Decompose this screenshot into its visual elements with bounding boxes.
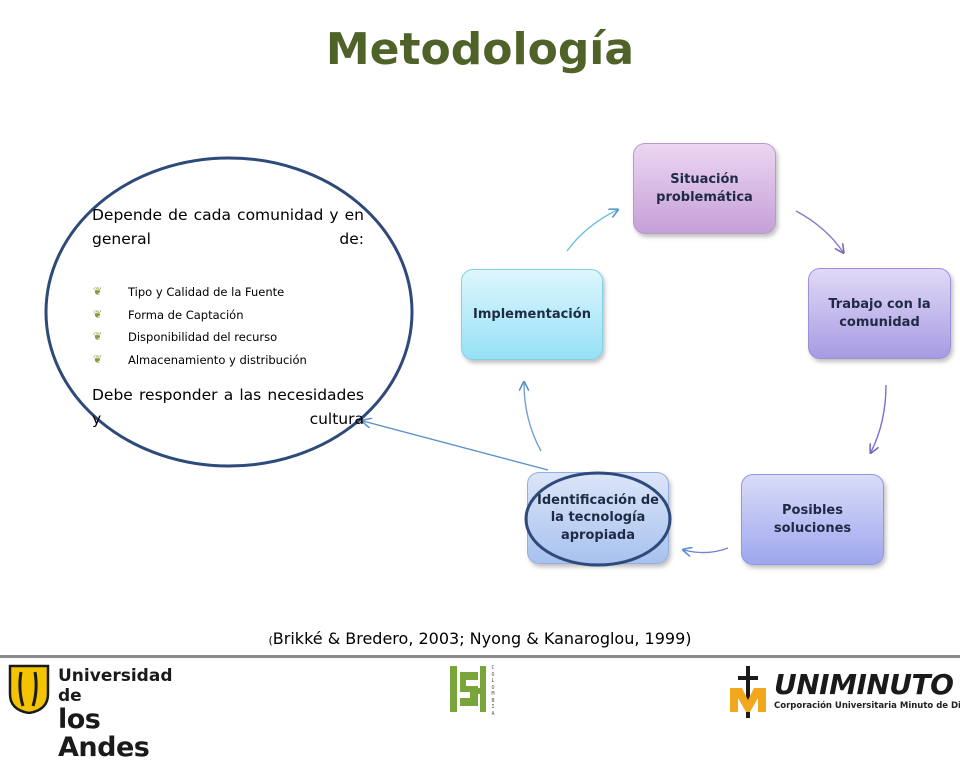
cycle-step-implementacion: Implementación <box>461 269 603 360</box>
curved-arrow-icon <box>684 548 729 553</box>
list-item: ❦ Forma de Captación <box>92 304 364 327</box>
list-item-label: Tipo y Calidad de la Fuente <box>128 285 285 300</box>
isf-logo-icon <box>448 662 488 716</box>
isf-colombia-logo: COLOMBIA <box>448 662 508 718</box>
uniminuto-subtitle: Corporación Universitaria Minuto de Dios <box>774 701 960 711</box>
list-item: ❦ Almacenamiento y distribución <box>92 349 364 372</box>
curved-arrow-icon <box>524 383 542 452</box>
universidad-de-los-andes-logo: Universidad de los Andes <box>8 664 198 762</box>
footer: Universidad de los Andes COLOMBIA UNIMIN… <box>0 658 960 762</box>
curved-arrow-icon <box>795 210 843 252</box>
highlight-overlay <box>524 471 672 567</box>
cycle-step-situacion: Situación problemática <box>633 143 776 234</box>
curved-arrow-icon <box>871 384 887 452</box>
list-item: ❦ Disponibilidad del recurso <box>92 326 364 349</box>
panel-intro: Depende de cada comunidad y en general d… <box>92 206 364 249</box>
slide: Metodología Situación problemática Traba… <box>0 24 960 762</box>
flower-bullet-icon: ❦ <box>93 330 103 344</box>
criteria-list: ❦ Tipo y Calidad de la Fuente ❦ Forma de C… <box>92 281 364 371</box>
uniminuto-name: UNIMINUTO <box>774 668 954 701</box>
curved-arrow-icon <box>566 210 617 252</box>
footer-divider <box>0 655 960 658</box>
isf-country-label: COLOMBIA <box>491 665 495 717</box>
flower-bullet-icon: ❦ <box>93 352 103 366</box>
link-arrow <box>363 421 549 471</box>
cycle-step-posibles: Posibles soluciones <box>741 474 884 565</box>
andes-shield-icon <box>8 664 50 715</box>
panel-closing: Debe responder a las necesidades y cultu… <box>92 386 364 429</box>
highlight-ellipse <box>524 471 672 567</box>
list-item-label: Almacenamiento y distribución <box>128 352 307 367</box>
panel-ellipse <box>44 156 414 468</box>
flower-bullet-icon: ❦ <box>93 285 103 299</box>
list-item-label: Forma de Captación <box>128 307 244 322</box>
uniminuto-emblem-icon <box>730 666 766 718</box>
page-title: Metodología <box>325 24 635 75</box>
list-item-label: Disponibilidad del recurso <box>128 330 278 345</box>
list-item: ❦ Tipo y Calidad de la Fuente <box>92 281 364 304</box>
flower-bullet-icon: ❦ <box>93 307 103 321</box>
diagram-overlay <box>44 156 887 720</box>
cycle-step-identificacion: Identificación de la tecnología apropiad… <box>527 472 669 564</box>
andes-logo-text: Universidad de los Andes <box>58 666 198 762</box>
andes-logo-line2: los Andes <box>58 704 150 763</box>
citation-text: Brikké & Bredero, 2003; Nyong & Kanarogl… <box>272 629 692 648</box>
criteria-panel: Depende de cada comunidad y en general d… <box>92 203 364 455</box>
citation: (Brikké & Bredero, 2003; Nyong & Kanarog… <box>0 629 960 648</box>
cycle-step-trabajo: Trabajo con la comunidad <box>808 268 951 359</box>
uniminuto-logo: UNIMINUTO Corporación Universitaria Minu… <box>728 666 960 718</box>
andes-logo-line1: Universidad de <box>58 666 173 706</box>
citation-open: ( <box>268 634 273 647</box>
